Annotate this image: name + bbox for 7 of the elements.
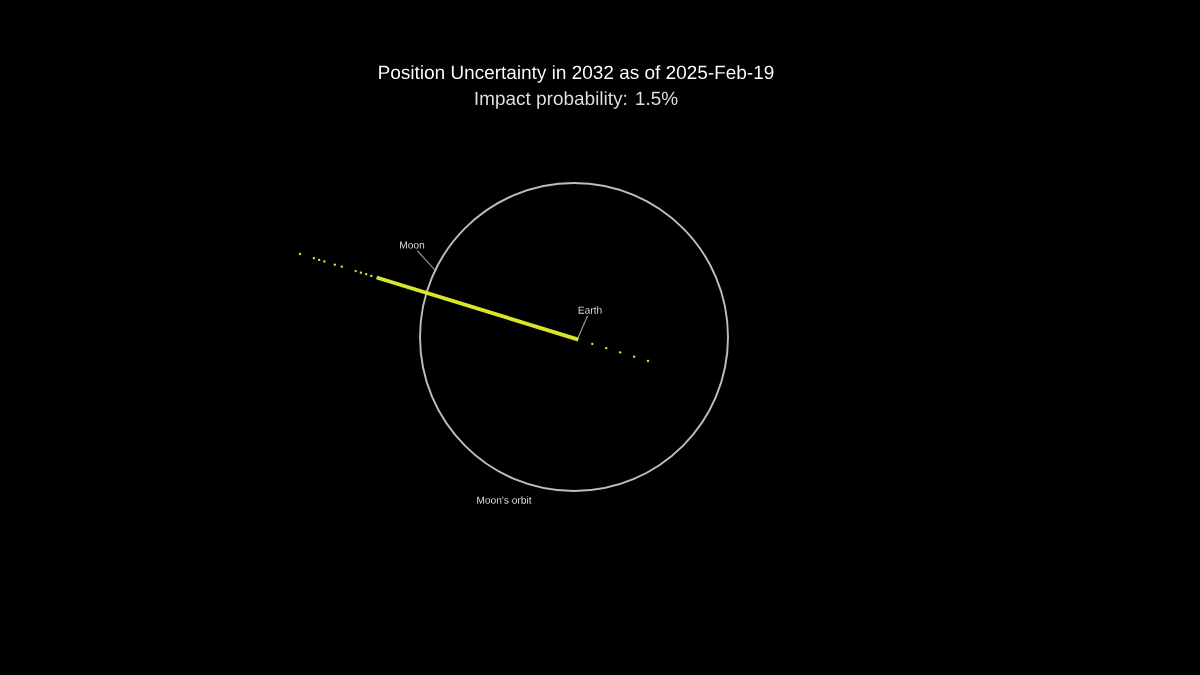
orbit-label: Moon's orbit	[477, 496, 532, 504]
text-label: Moon	[400, 241, 425, 249]
leader-line	[416, 250, 436, 271]
text-label: Earth	[578, 306, 602, 314]
subtitle: Impact probability: 1.5%	[475, 91, 678, 109]
leader-line	[577, 315, 588, 339]
title: Position Uncertainty in 2032 as of 2025-Feb-19	[379, 65, 774, 83]
